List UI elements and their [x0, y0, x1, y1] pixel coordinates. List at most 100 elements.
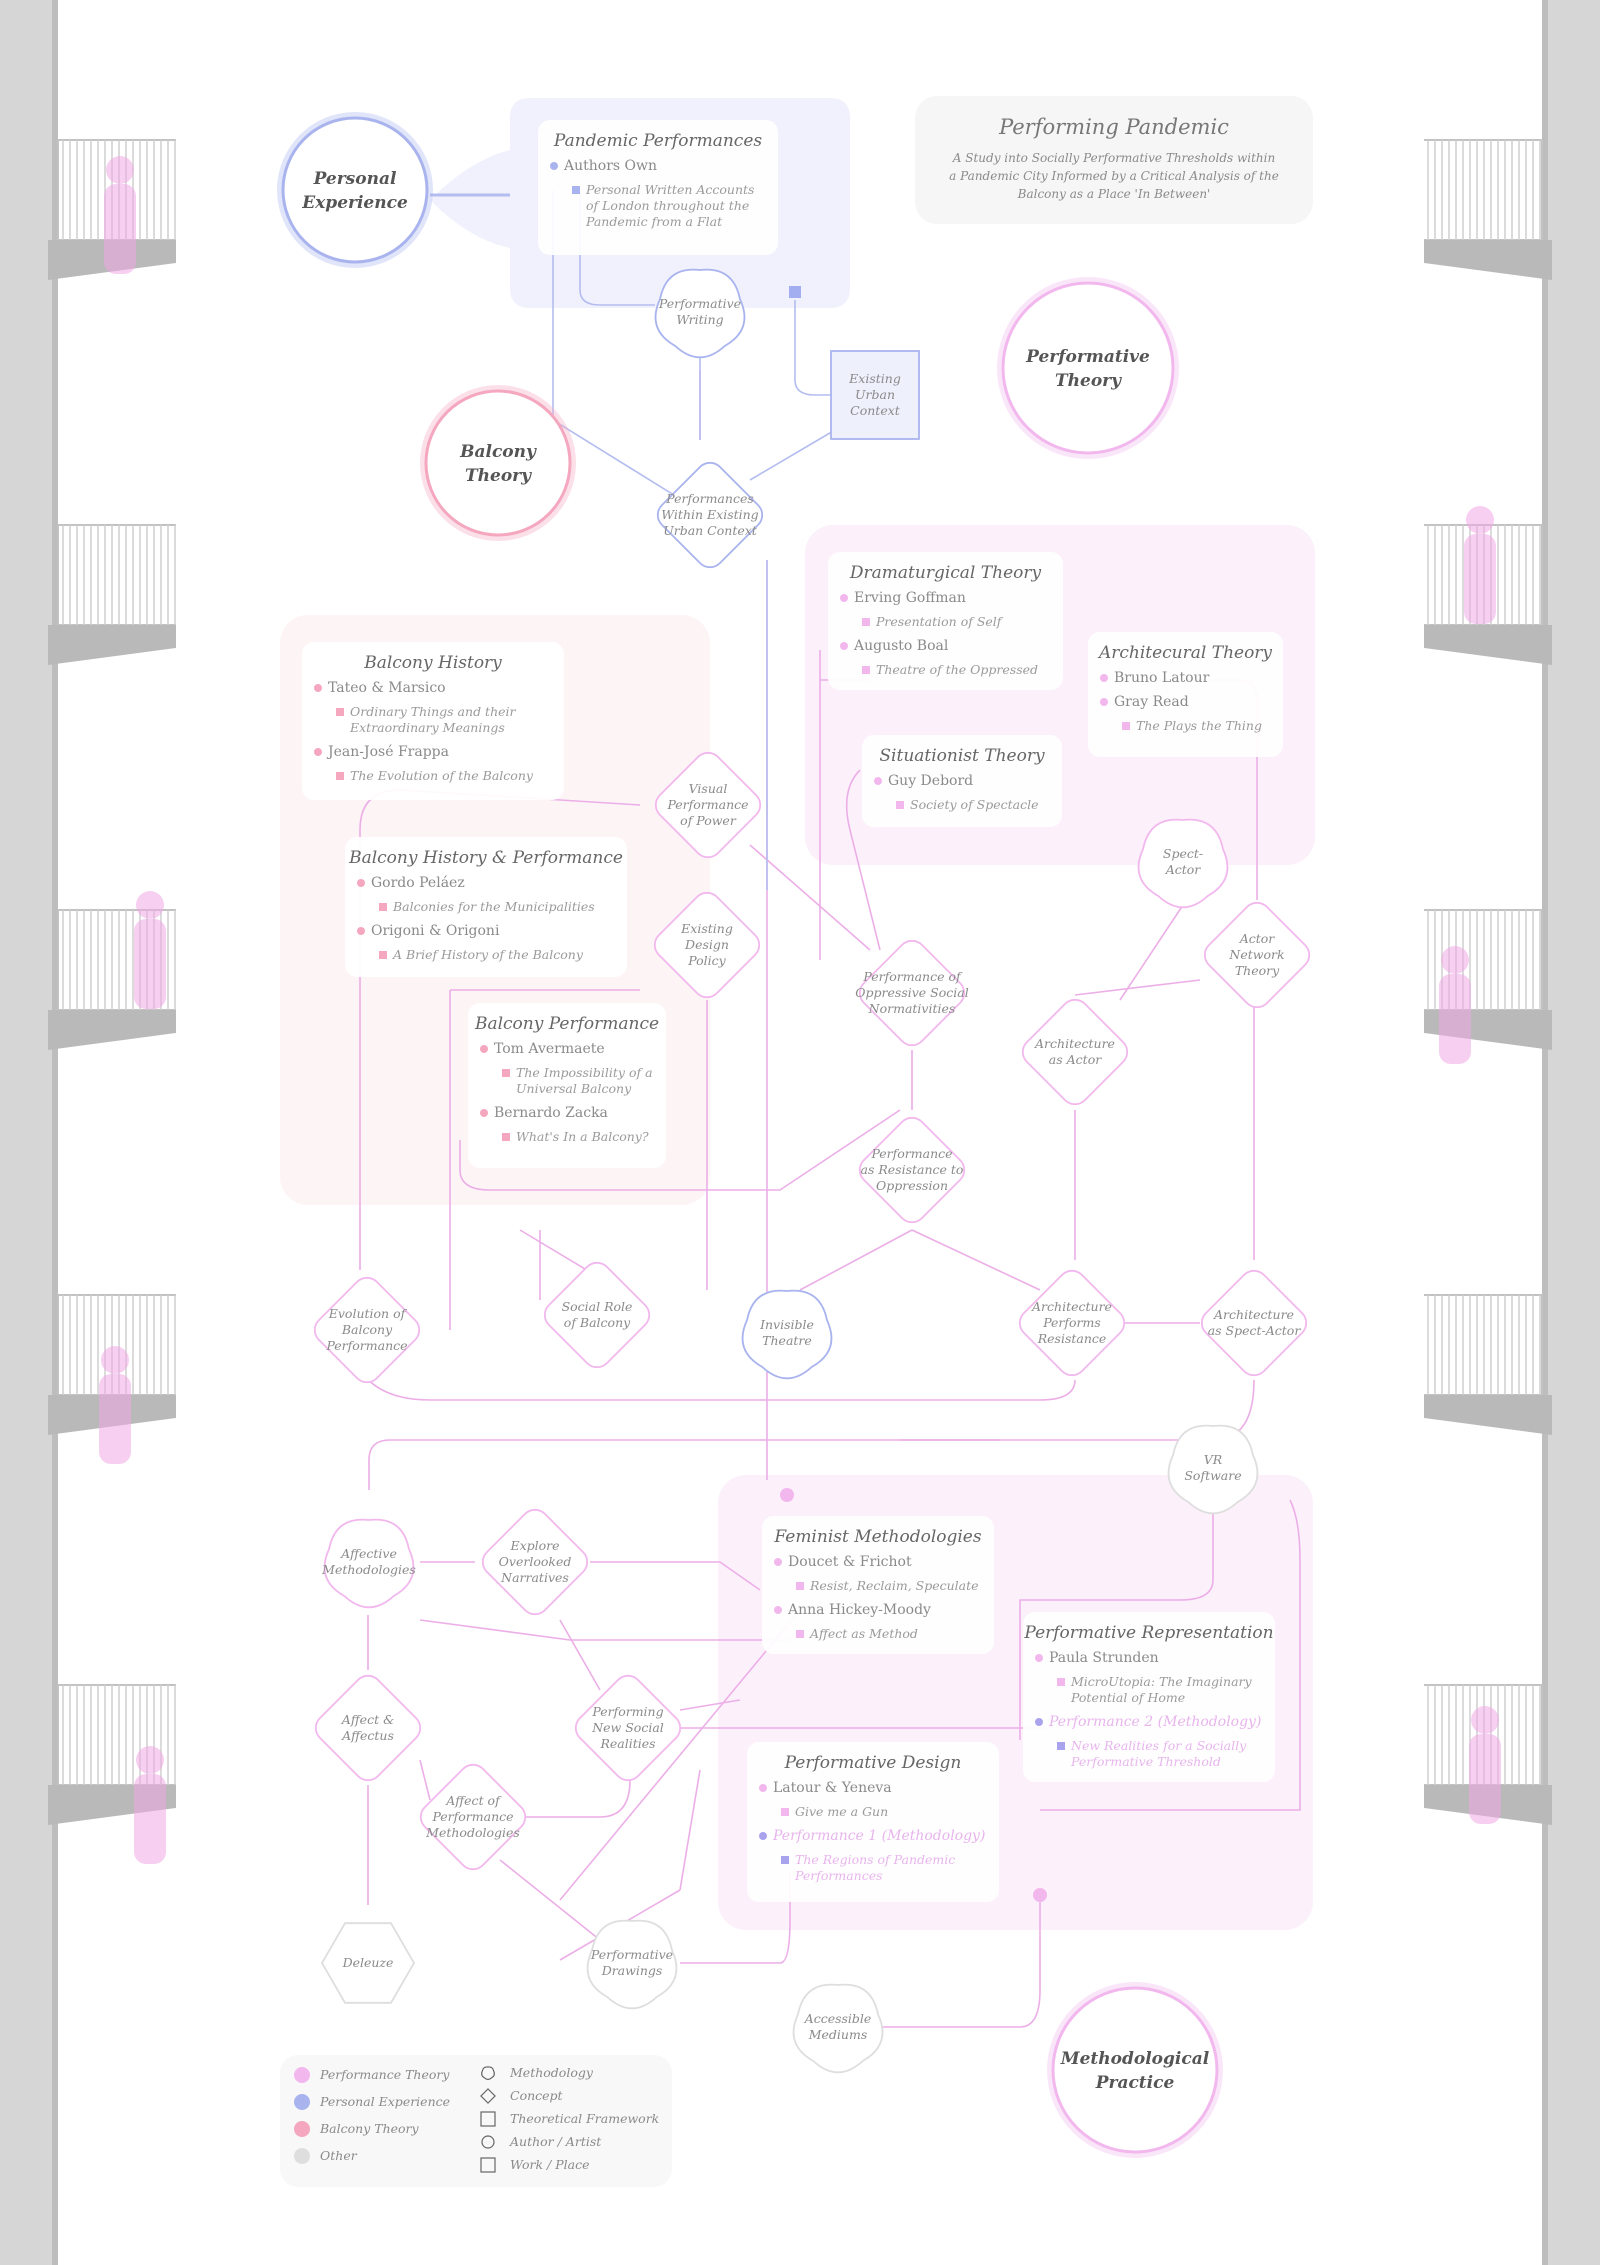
author-bullet: [1035, 1654, 1043, 1662]
concept-label: as Actor: [1049, 1052, 1102, 1067]
author-bullet: [357, 879, 365, 887]
concept-label: Explore: [509, 1538, 559, 1553]
box-item-text: Balconies for the Municipalities: [392, 899, 595, 914]
edge-pink: [368, 1439, 1000, 1490]
box-item-text: The Impossibility of a: [516, 1065, 653, 1080]
concept-shape: [320, 1922, 416, 2004]
legend-shape-icon: [480, 2088, 496, 2104]
figure-silhouette: [134, 1746, 166, 1864]
concept-label: Context: [850, 403, 901, 418]
legend-shape-icon: [480, 2157, 496, 2173]
box-item-text: Give me a Gun: [795, 1804, 888, 1819]
edge-pink: [845, 769, 881, 951]
concept-label: Visual: [689, 781, 728, 796]
edge-pink: [799, 1229, 913, 1291]
box-item-text: Bernardo Zacka: [494, 1105, 608, 1121]
concept-label: Social Role: [562, 1299, 633, 1314]
concept-shape: [653, 891, 761, 999]
concept-label: Mediums: [808, 2027, 868, 2042]
box-title: Performative Representation: [1023, 1623, 1273, 1643]
concept-label: Performs: [1042, 1315, 1101, 1330]
box-item-text: Tom Avermaete: [494, 1041, 605, 1057]
legend-shape-icon: [481, 2066, 495, 2081]
figure-silhouette: [134, 891, 166, 1009]
right-wall-edge: [1542, 0, 1548, 2265]
concept-label: Resistance: [1037, 1331, 1107, 1346]
concept-label: Invisible: [759, 1317, 814, 1332]
edge-pink: [499, 1859, 601, 1941]
legend-shape-label: Theoretical Framework: [510, 2111, 659, 2126]
right-wall: [1548, 0, 1600, 2265]
box-background: [828, 552, 1063, 690]
author-bullet: [1100, 698, 1108, 706]
concept-label: Balcony: [341, 1322, 393, 1337]
edge-pink: [590, 1561, 761, 1591]
edge-pink: [419, 1759, 431, 1801]
legend-swatch: [294, 2067, 310, 2083]
work-bullet: [379, 903, 387, 911]
concept-shape: [830, 350, 920, 440]
box-item-text: Gordo Peláez: [371, 875, 465, 891]
box-item-text: Authors Own: [563, 158, 657, 174]
author-bullet: [759, 1784, 767, 1792]
concept-shape: [1018, 1269, 1126, 1377]
work-bullet: [781, 1808, 789, 1816]
figure-head: [136, 891, 164, 919]
author-bullet: [774, 1606, 782, 1614]
work-bullet: [572, 186, 580, 194]
concept-label: Performance: [325, 1338, 407, 1353]
concept-label: Realities: [599, 1736, 655, 1751]
legend-shape-label: Work / Place: [510, 2157, 590, 2172]
box-title: Dramaturgical Theory: [849, 563, 1042, 583]
box-background: [302, 642, 564, 800]
concept-deleuze: Deleuze: [320, 1922, 416, 2004]
concept-shape: [741, 1289, 833, 1380]
box-item-text: Potential of Home: [1070, 1690, 1185, 1705]
concept-label: Theory: [1235, 963, 1280, 978]
concept-shape: [792, 1983, 884, 2074]
figure-silhouette: [1469, 1706, 1501, 1824]
concept-affect-and-affectus: Affect &Affectus: [314, 1674, 422, 1782]
work-bullet: [336, 772, 344, 780]
author-bullet: [1035, 1718, 1043, 1726]
left-wall: [0, 0, 52, 2265]
concept-shape: [656, 461, 764, 569]
hub-label: Personal: [313, 169, 397, 189]
concept-label: Architecture: [1034, 1036, 1115, 1051]
box-item-text: Origoni & Origoni: [371, 923, 500, 939]
legend-swatch: [294, 2094, 310, 2110]
work-bullet: [1057, 1678, 1065, 1686]
edge-blue: [579, 190, 655, 306]
hub-circle: [1001, 281, 1175, 455]
legend-category-label: Personal Experience: [319, 2094, 450, 2109]
concept-label: Narratives: [500, 1570, 569, 1585]
concept-label: Oppressive Social: [855, 985, 968, 1000]
hub-label: Performative: [1025, 347, 1150, 367]
concept-label: Performances: [665, 491, 754, 506]
edge-pink: [520, 1779, 631, 1818]
concept-label: Oppression: [876, 1178, 948, 1193]
hub-label: Theory: [1055, 371, 1122, 391]
box-item-text: Ordinary Things and their: [350, 704, 517, 719]
concept-label: Urban: [855, 387, 895, 402]
concept-label: Normativities: [868, 1001, 956, 1016]
box-item-text: Universal Balcony: [516, 1081, 632, 1096]
hub-label: Experience: [301, 193, 408, 213]
edges: [359, 190, 1301, 2028]
